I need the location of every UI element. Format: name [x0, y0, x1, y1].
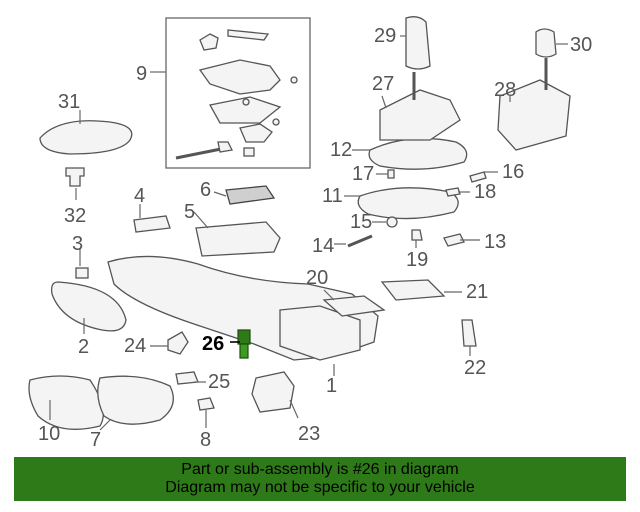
callout-10: 10	[38, 423, 60, 445]
part-29	[405, 16, 431, 70]
callout-5: 5	[184, 201, 195, 223]
callout-9: 9	[136, 63, 147, 85]
callout-26: 26	[202, 333, 224, 355]
callout-6: 6	[200, 179, 211, 201]
callout-15: 15	[350, 211, 372, 233]
callout-7: 7	[90, 429, 101, 451]
callout-3: 3	[72, 233, 83, 255]
part-8	[197, 397, 215, 411]
leader-lines	[49, 35, 568, 431]
part-10	[28, 375, 104, 430]
callout-8: 8	[200, 429, 211, 451]
callout-4: 4	[134, 185, 145, 207]
part-24	[167, 331, 189, 355]
callout-1: 1	[326, 375, 337, 397]
callout-22: 22	[464, 357, 486, 379]
part-14	[347, 234, 373, 248]
part-18	[445, 187, 461, 197]
part-28	[497, 79, 571, 151]
callout-2: 2	[78, 336, 89, 358]
part-20	[322, 295, 386, 317]
part-26-highlighted	[237, 329, 251, 359]
part-17	[387, 169, 395, 179]
part-12	[368, 137, 468, 170]
callout-18: 18	[474, 181, 496, 203]
part-13	[443, 233, 465, 247]
banner-line-2: Diagram may not be specific to your vehi…	[165, 479, 475, 496]
callout-28: 28	[494, 79, 516, 101]
callout-30: 30	[570, 34, 592, 56]
callout-17: 17	[352, 163, 374, 185]
part-15	[386, 216, 398, 228]
part-6	[225, 185, 276, 205]
callout-21: 21	[466, 281, 488, 303]
part-9-parts	[175, 29, 298, 160]
part-31	[39, 120, 133, 155]
callout-19: 19	[406, 249, 428, 271]
banner-line-1: Part or sub-assembly is #26 in diagram	[181, 461, 459, 478]
callout-29: 29	[374, 25, 396, 47]
part-16	[469, 171, 487, 183]
info-banner: Part or sub-assembly is #26 in diagram D…	[14, 457, 626, 501]
part-3	[75, 267, 89, 279]
callout-25: 25	[208, 371, 230, 393]
part-30	[535, 28, 557, 58]
part-4	[133, 215, 171, 233]
callout-24: 24	[124, 335, 146, 357]
callout-16: 16	[502, 161, 524, 183]
part-27	[379, 89, 461, 141]
exploded-parts-diagram: 1 2 3 4 5 6 7 8 9 10 11 12 13 14 15 16 1…	[28, 16, 592, 451]
part-22	[461, 319, 477, 347]
part-11	[357, 187, 459, 220]
callout-11: 11	[322, 185, 343, 207]
part-7	[97, 375, 174, 425]
callout-27: 27	[372, 73, 394, 95]
part-19	[411, 229, 423, 241]
callout-31: 31	[58, 91, 80, 113]
callout-12: 12	[330, 139, 352, 161]
callout-23: 23	[298, 423, 320, 445]
part-21	[380, 279, 446, 301]
callout-13: 13	[484, 231, 506, 253]
part-32	[65, 167, 85, 187]
callout-32: 32	[64, 205, 86, 227]
callout-14: 14	[312, 235, 334, 257]
part-23	[251, 371, 295, 413]
part-2	[50, 281, 127, 332]
callout-20: 20	[306, 267, 328, 289]
part-5	[195, 221, 281, 257]
